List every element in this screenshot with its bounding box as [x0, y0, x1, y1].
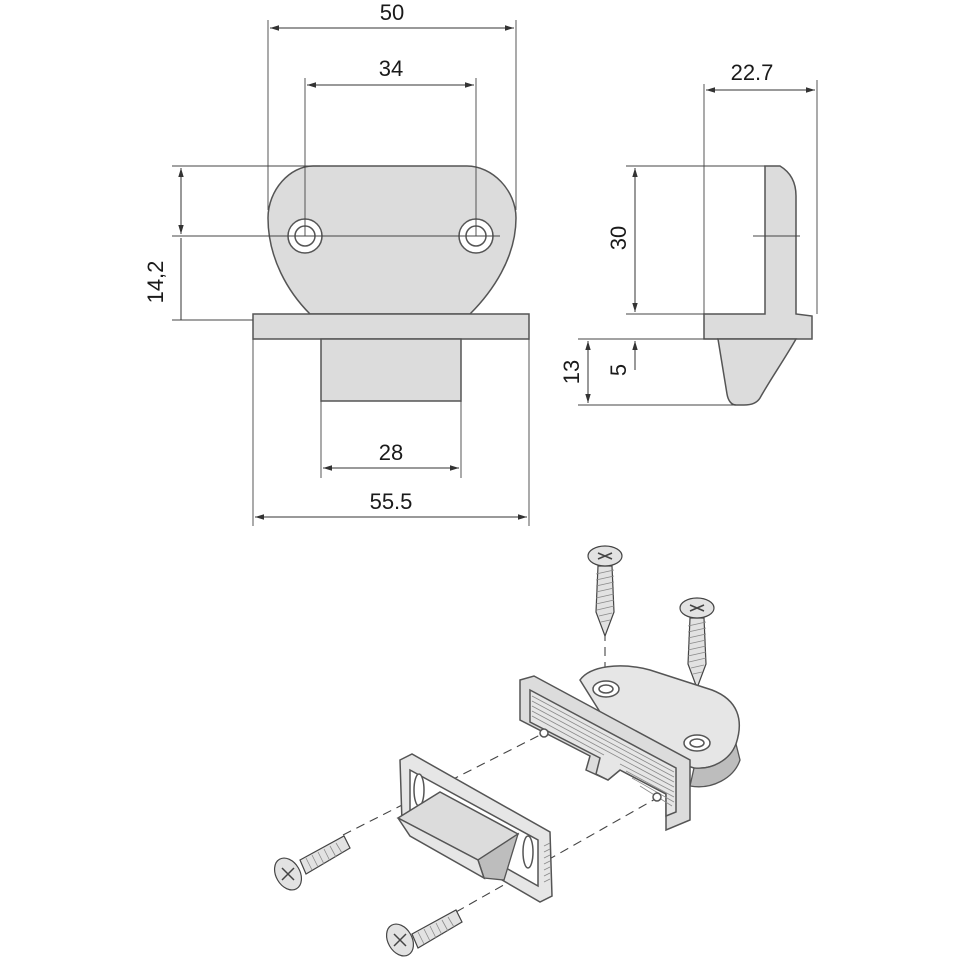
front-lower-body [320, 338, 462, 402]
front-view: 50 34 14,2 28 55.5 [143, 0, 530, 526]
side-wedge [717, 338, 798, 406]
dim-side-depth: 22.7 [731, 60, 774, 85]
side-view: 22.7 30 5 13 [559, 60, 818, 406]
dim-hole-spacing: 34 [379, 56, 403, 81]
dim-base-width: 55.5 [370, 489, 413, 514]
exploded-view [273, 545, 741, 957]
front-base-flange [252, 313, 530, 340]
dim-plate-height: 14,2 [143, 261, 168, 304]
screw-top-right [679, 597, 715, 690]
magnet-housing [519, 665, 741, 832]
dim-side-height: 30 [606, 226, 631, 250]
screw-top-left [587, 545, 623, 638]
dim-body-width: 28 [379, 440, 403, 465]
dim-bottom-height: 13 [559, 360, 584, 384]
catch-plate [396, 753, 553, 903]
screw-bottom-right [385, 909, 463, 957]
dim-front-width-top: 50 [380, 0, 404, 25]
dim-lip-height: 5 [606, 364, 631, 376]
side-plate [703, 165, 813, 340]
screw-bottom-left [273, 835, 351, 891]
